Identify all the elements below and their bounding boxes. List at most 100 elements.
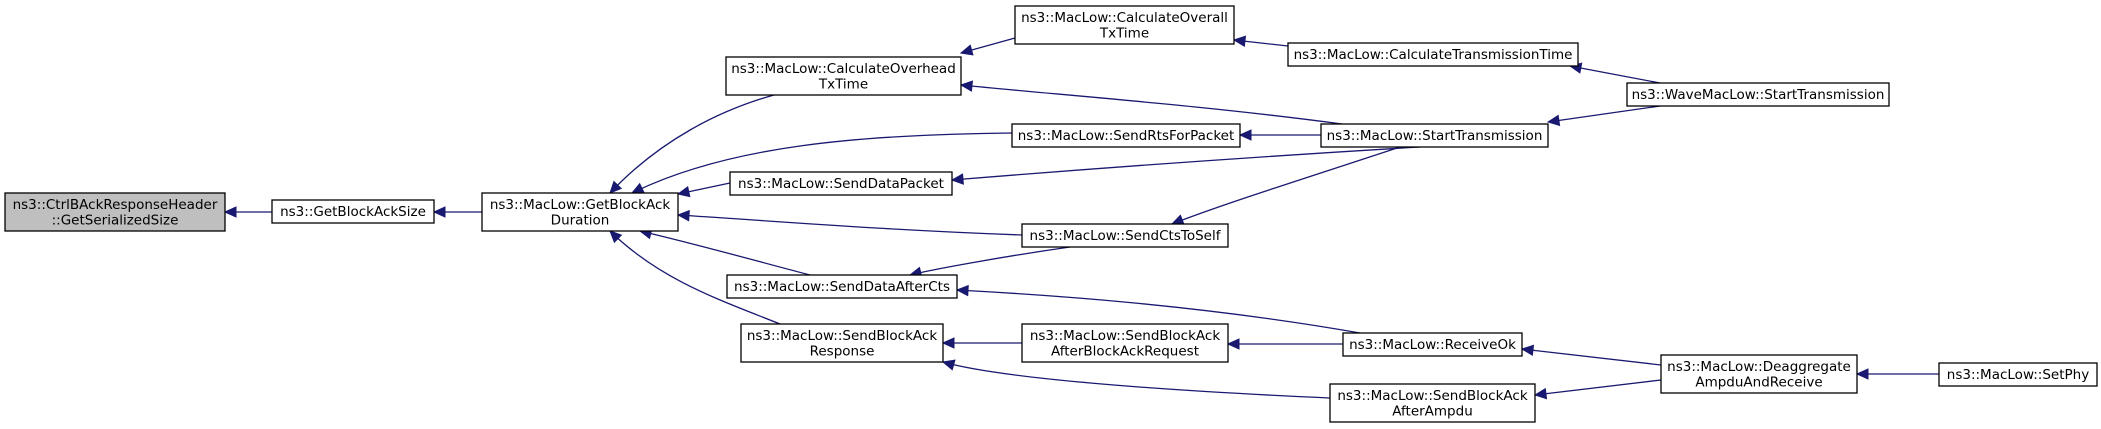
- edge-gbad-to-gbas: [432, 206, 482, 218]
- arrowhead-icon: [432, 206, 446, 218]
- edge-scts-to-sdac: [908, 246, 1071, 278]
- node-label-line: ns3::MacLow::SendDataPacket: [738, 176, 944, 192]
- edge-line: [960, 84, 1343, 125]
- edge-scts-to-gbad: [676, 209, 1023, 236]
- node-box: [729, 171, 953, 196]
- edge-line: [909, 246, 1071, 276]
- node-label-line: ns3::MacLow::Deaggregate: [1667, 359, 1851, 375]
- arrowhead-icon: [609, 180, 623, 194]
- arrowhead-icon: [630, 182, 645, 194]
- edge-line: [677, 214, 1023, 236]
- node-box: [725, 56, 962, 96]
- node-label-line: ns3::MacLow::CalculateOverall: [1021, 10, 1228, 26]
- arrowhead-icon: [941, 359, 956, 371]
- node-box: [1626, 82, 1890, 107]
- node-box: [1320, 123, 1549, 148]
- edge-line: [639, 230, 811, 276]
- arrowhead-icon: [950, 173, 964, 185]
- node-sdp[interactable]: ns3::MacLow::SendDataPacket: [729, 171, 953, 196]
- node-box: [1660, 354, 1858, 394]
- node-label-line: ns3::MacLow::GetBlockAck: [490, 197, 671, 213]
- edge-sbabar-to-sbar: [941, 337, 1022, 349]
- node-rok[interactable]: ns3::MacLow::ReceiveOk: [1342, 332, 1523, 357]
- edge-line: [631, 132, 1013, 194]
- node-label-line: ns3::MacLow::SendDataAfterCts: [734, 279, 950, 295]
- arrowhead-icon: [1232, 35, 1247, 48]
- node-label-line: ns3::MacLow::SendBlockAck: [1030, 328, 1220, 344]
- edge-sbar-to-gbad: [609, 230, 781, 325]
- node-label-line: ns3::MacLow::ReceiveOk: [1349, 337, 1516, 353]
- node-sdac[interactable]: ns3::MacLow::SendDataAfterCts: [726, 274, 958, 299]
- arrowhead-icon: [941, 337, 955, 349]
- node-label-line: ns3::MacLow::SendCtsToSelf: [1030, 228, 1222, 244]
- edge-stx-to-sdp: [950, 146, 1421, 185]
- node-label-line: ns3::GetBlockAckSize: [280, 204, 426, 220]
- node-label-line: ns3::MacLow::SendRtsForPacket: [1018, 128, 1235, 144]
- node-label-line: ns3::WaveMacLow::StartTransmission: [1632, 87, 1885, 103]
- edge-stx-to-srts: [1238, 129, 1321, 141]
- node-label-line: AfterBlockAckRequest: [1051, 343, 1199, 359]
- arrowhead-icon: [955, 284, 969, 297]
- edge-stx-to-scts: [1170, 146, 1401, 226]
- edge-deagg-to-rok: [1520, 344, 1662, 366]
- edge-sbaam-to-sbar: [941, 359, 1331, 399]
- arrowhead-icon: [1238, 129, 1252, 141]
- node-root[interactable]: ns3::CtrlBAckResponseHeader::GetSerializ…: [4, 192, 226, 232]
- arrowhead-icon: [1520, 344, 1535, 357]
- edge-line: [1547, 105, 1661, 123]
- node-stx[interactable]: ns3::MacLow::StartTransmission: [1320, 123, 1549, 148]
- arrowhead-icon: [1226, 338, 1240, 350]
- node-label-line: ns3::CtrlBAckResponseHeader: [13, 197, 218, 213]
- edge-sdp-to-gbad: [676, 182, 731, 198]
- arrowhead-icon: [609, 230, 623, 244]
- node-srts[interactable]: ns3::MacLow::SendRtsForPacket: [1011, 123, 1241, 148]
- edge-sdac-to-gbad: [638, 227, 811, 276]
- node-box: [1014, 5, 1235, 45]
- node-label-line: ns3::MacLow::CalculateTransmissionTime: [1294, 47, 1573, 63]
- edge-wave-to-stx: [1546, 105, 1661, 127]
- edge-deagg-to-sbaam: [1533, 379, 1662, 400]
- node-box: [271, 199, 435, 224]
- call-edges: [223, 35, 1939, 400]
- edge-cotx-to-gbad: [609, 94, 775, 194]
- node-scts[interactable]: ns3::MacLow::SendCtsToSelf: [1021, 223, 1229, 248]
- call-nodes: ns3::CtrlBAckResponseHeader::GetSerializ…: [4, 5, 2098, 423]
- arrowhead-icon: [1855, 368, 1869, 380]
- node-wave[interactable]: ns3::WaveMacLow::StartTransmission: [1626, 82, 1890, 107]
- node-label-line: TxTime: [1099, 25, 1149, 41]
- node-box: [481, 192, 679, 232]
- edge-stx-to-cotx: [959, 80, 1343, 125]
- arrowhead-icon: [1533, 387, 1548, 400]
- arrowhead-icon: [1546, 114, 1561, 127]
- node-box: [1342, 332, 1523, 357]
- edge-line: [951, 146, 1421, 181]
- node-box: [1287, 42, 1579, 67]
- edge-line: [609, 94, 775, 194]
- node-label-line: ns3::MacLow::SendBlockAck: [747, 328, 937, 344]
- edge-line: [956, 289, 1361, 334]
- edge-line: [942, 361, 1331, 399]
- node-sbabar[interactable]: ns3::MacLow::SendBlockAckAfterBlockAckRe…: [1021, 323, 1229, 363]
- edge-rok-to-sdac: [955, 284, 1361, 334]
- node-box: [1021, 323, 1229, 363]
- node-box: [1011, 123, 1241, 148]
- node-label-line: ns3::MacLow::SetPhy: [1947, 367, 2089, 383]
- node-box: [1329, 383, 1536, 423]
- node-box: [740, 323, 944, 363]
- edge-line: [1569, 65, 1661, 84]
- node-box: [4, 192, 226, 232]
- node-label-line: TxTime: [818, 76, 868, 92]
- edge-catx-to-cotx: [959, 37, 1016, 56]
- node-gbas[interactable]: ns3::GetBlockAckSize: [271, 199, 435, 224]
- node-label-line: AfterAmpdu: [1392, 403, 1473, 419]
- node-setphy[interactable]: ns3::MacLow::SetPhy: [1938, 362, 2098, 387]
- edge-setphy-to-deagg: [1855, 368, 1939, 380]
- node-cttime[interactable]: ns3::MacLow::CalculateTransmissionTime: [1287, 42, 1579, 67]
